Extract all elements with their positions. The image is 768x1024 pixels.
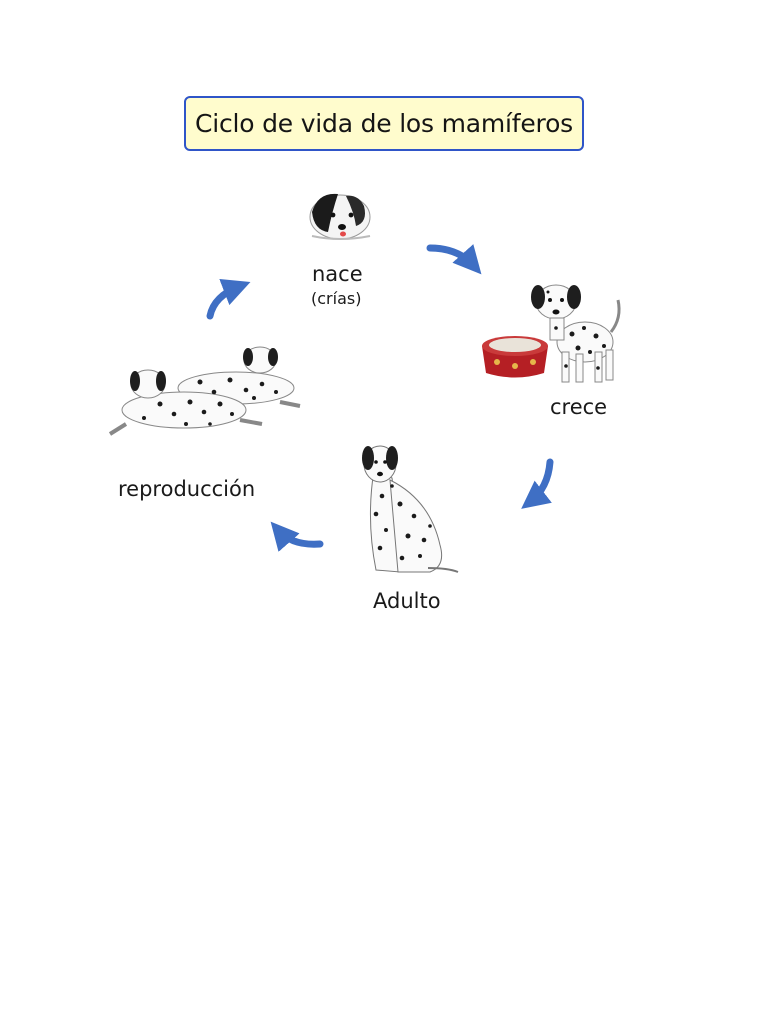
cycle-arrow-reproduccion-to-nace <box>206 278 251 320</box>
stage-label-adulto: Adulto <box>373 589 441 613</box>
young-dalmatian-with-food-bowl-icon <box>482 284 621 383</box>
cycle-arrow-nace-to-crece <box>426 244 482 275</box>
two-lying-dalmatians-icon <box>108 346 301 436</box>
stage-label-crece: crece <box>550 395 608 419</box>
stage-label-reproduccion: reproducción <box>118 477 256 501</box>
stage-label-nace: nace <box>312 262 363 286</box>
title-box: Ciclo de vida de los mamíferos <box>184 96 584 151</box>
cycle-arrow-crece-to-adulto <box>521 458 554 509</box>
sitting-adult-dalmatian-icon <box>362 445 459 573</box>
puppy-head-icon <box>309 193 371 240</box>
cycle-arrow-adulto-to-reproduccion <box>270 521 324 552</box>
stage-sublabel-crias: (crías) <box>311 289 362 308</box>
diagram-title: Ciclo de vida de los mamíferos <box>194 109 574 138</box>
